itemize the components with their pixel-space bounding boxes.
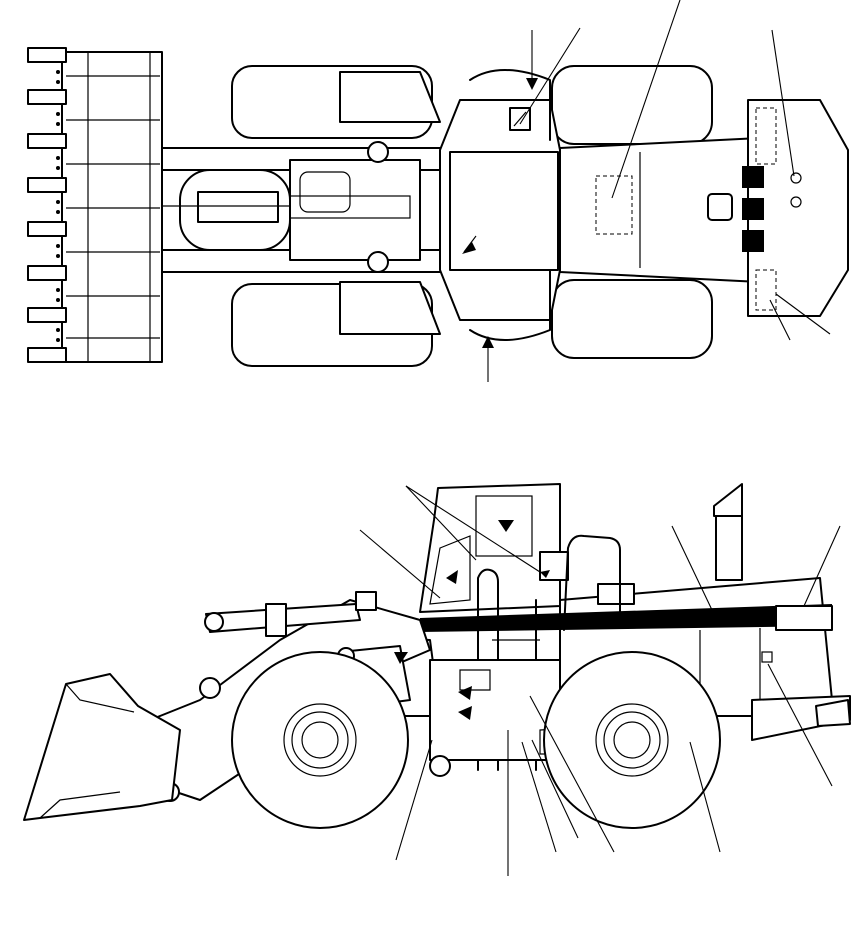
- top-rear-tire-right: [551, 279, 713, 359]
- top-front-frame: [161, 141, 463, 273]
- side-exhaust: [713, 483, 743, 581]
- side-bucket: [23, 673, 181, 821]
- top-cab: [439, 69, 561, 341]
- side-front-wheel: [231, 651, 409, 829]
- side-leader-lines: [359, 485, 841, 876]
- side-cab: [419, 483, 635, 613]
- top-leader-lines: [462, 0, 831, 382]
- side-rear-wheel: [543, 651, 721, 829]
- bucket-ribs: [66, 75, 160, 339]
- top-counterweight: [707, 99, 849, 317]
- bucket-teeth: [27, 47, 67, 363]
- top-view: [27, 0, 849, 382]
- model-badge: WA600: [786, 612, 825, 626]
- side-view: WA600: [23, 483, 851, 876]
- top-fender-right: [339, 281, 441, 335]
- top-rear-tire-left: [551, 65, 713, 145]
- top-fender-left: [339, 71, 441, 123]
- top-bucket: [27, 47, 163, 363]
